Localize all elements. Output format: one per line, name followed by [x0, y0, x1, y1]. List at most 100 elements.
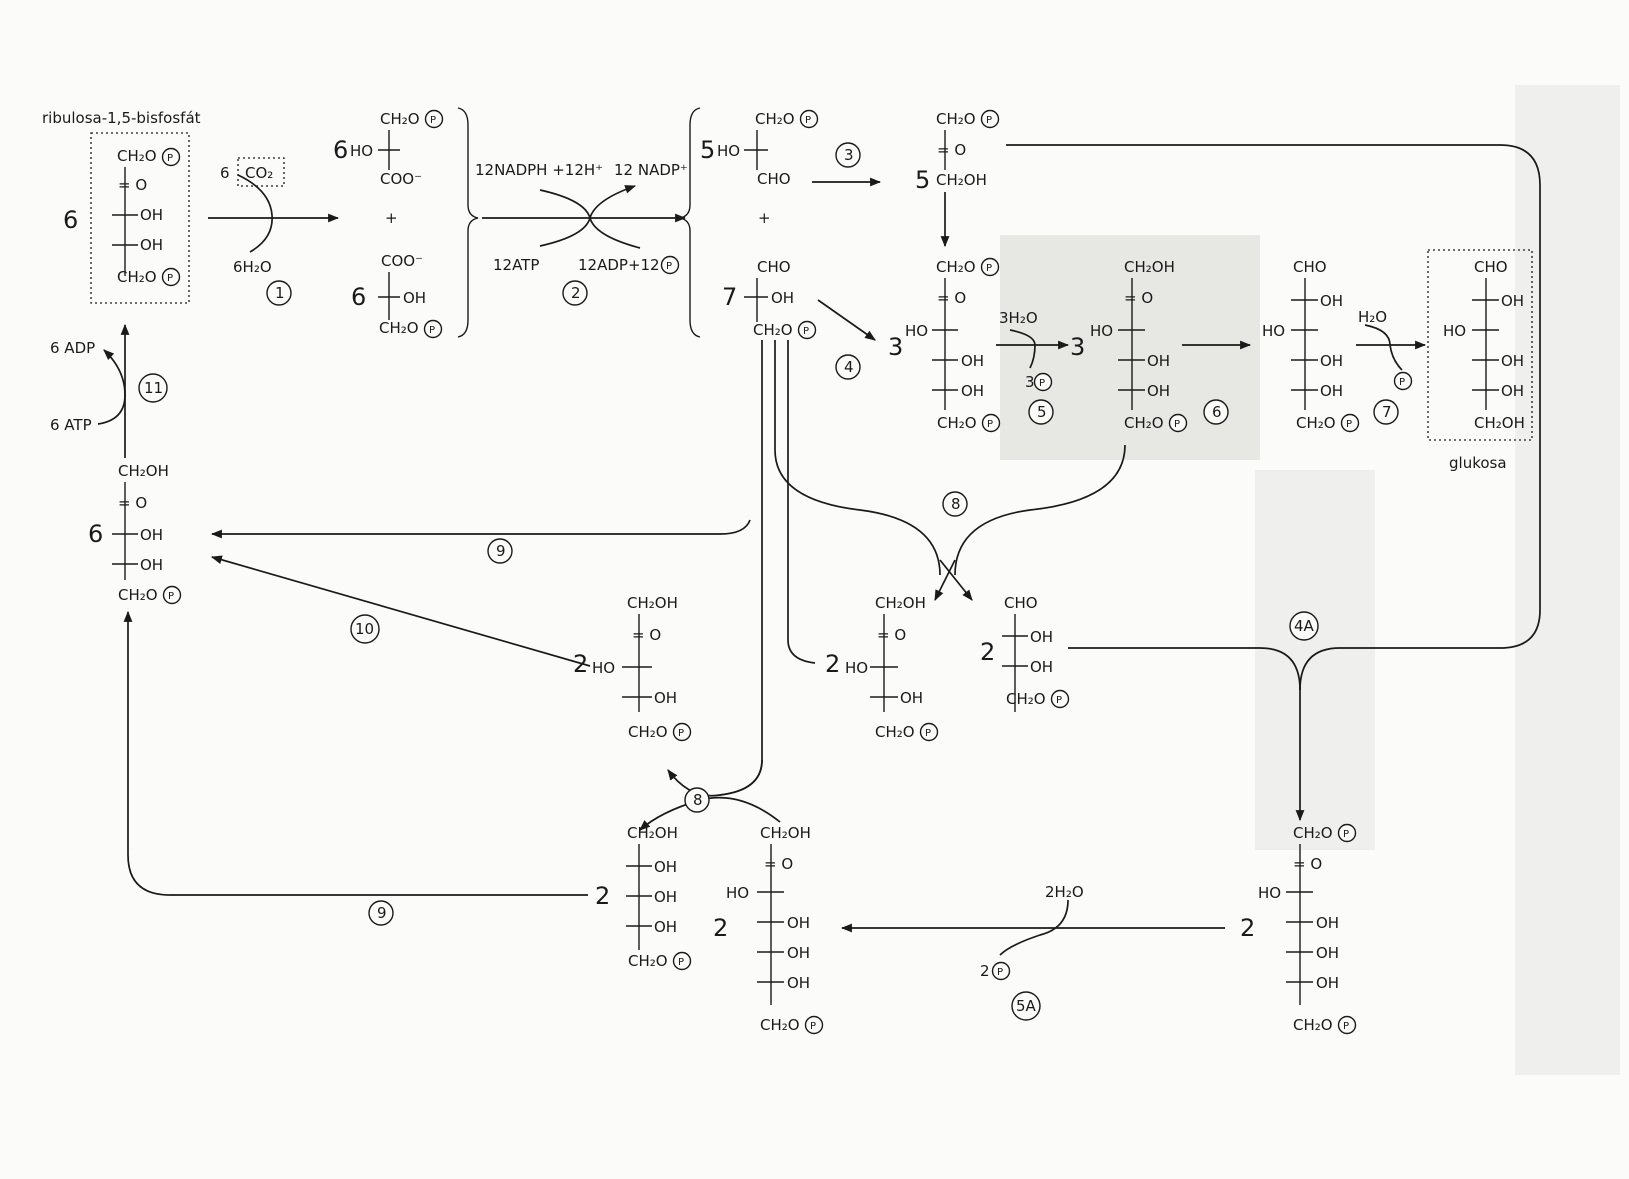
- p-badge: P: [672, 951, 692, 971]
- xu5p-mid-molecule: CH₂OH = O 2 HO OH CH₂O P: [825, 594, 939, 742]
- step-number: 8: [684, 787, 710, 813]
- rubp-c3: OH: [140, 206, 163, 224]
- nadph: 12NADPH +12H⁺: [475, 161, 603, 179]
- svg-text:P: P: [803, 326, 809, 337]
- svg-text:CH₂O: CH₂O: [936, 110, 976, 128]
- svg-text:CH₂OH: CH₂OH: [875, 594, 926, 612]
- gap-molecule: CH₂O P 5 HO CHO: [700, 109, 819, 188]
- svg-text:4: 4: [844, 358, 854, 376]
- svg-text:OH: OH: [140, 526, 163, 544]
- svg-text:P: P: [666, 261, 672, 272]
- glucose-name: glukosa: [1449, 454, 1507, 472]
- svg-text:P: P: [167, 153, 173, 164]
- step-number: 2: [562, 280, 588, 306]
- step-8-transketolase: 8: [774, 340, 1126, 601]
- step-number: 11: [138, 373, 168, 403]
- svg-text:OH: OH: [1320, 292, 1343, 310]
- svg-text:P: P: [986, 115, 992, 126]
- plus-sign: +: [758, 209, 771, 227]
- right-brace: [457, 107, 479, 338]
- p-badge: P: [797, 320, 817, 340]
- svg-text:P: P: [1399, 377, 1405, 388]
- plus-sign: +: [385, 209, 398, 227]
- svg-text:CH₂OH: CH₂OH: [1474, 414, 1525, 432]
- p-badge: P: [804, 1015, 824, 1035]
- svg-text:OH: OH: [654, 888, 677, 906]
- co2-dotted-box: [237, 157, 285, 187]
- svg-text:CH₂O: CH₂O: [118, 586, 158, 604]
- svg-text:OH: OH: [961, 382, 984, 400]
- p-badge: P: [1337, 823, 1357, 843]
- svg-text:= O: = O: [632, 626, 661, 644]
- svg-text:CH₂OH: CH₂OH: [1124, 258, 1175, 276]
- p-badge: P: [1033, 372, 1053, 392]
- svg-text:HO: HO: [592, 659, 615, 677]
- svg-text:10: 10: [355, 620, 374, 638]
- svg-text:P: P: [1174, 419, 1180, 430]
- p-badge: P: [1050, 689, 1070, 709]
- svg-text:2: 2: [825, 650, 840, 678]
- svg-text:2: 2: [713, 914, 728, 942]
- g6p-molecule: CHO OH HO OH OH CH₂O P: [1262, 258, 1360, 433]
- step-number: 10: [350, 614, 380, 644]
- svg-text:3H₂O: 3H₂O: [999, 309, 1038, 327]
- svg-text:OH: OH: [654, 689, 677, 707]
- svg-text:= O: = O: [118, 494, 147, 512]
- svg-text:P: P: [987, 419, 993, 430]
- step-number: 4A: [1289, 611, 1319, 641]
- svg-text:CH₂O: CH₂O: [379, 319, 419, 337]
- rubp-c4: OH: [140, 236, 163, 254]
- svg-text:HO: HO: [1443, 322, 1466, 340]
- svg-text:CH₂O: CH₂O: [1296, 414, 1336, 432]
- svg-text:CH₂O: CH₂O: [1293, 824, 1333, 842]
- svg-text:OH: OH: [1501, 382, 1524, 400]
- step-number: 7: [1373, 399, 1399, 425]
- svg-text:CH₂O: CH₂O: [628, 952, 668, 970]
- sbp-molecule: CH₂O P = O HO 2 OH OH OH CH₂O P: [1240, 823, 1357, 1035]
- svg-text:HO: HO: [1258, 884, 1281, 902]
- svg-text:2: 2: [980, 638, 995, 666]
- svg-text:COO⁻: COO⁻: [381, 252, 423, 270]
- svg-text:CH₂O: CH₂O: [753, 321, 793, 339]
- svg-text:HO: HO: [717, 142, 740, 160]
- step-8-lower: 8: [639, 340, 781, 831]
- step-9-isomerase-lower: 9: [123, 610, 588, 926]
- svg-text:CHO: CHO: [1004, 594, 1038, 612]
- pga-top-coefficient: 6: [333, 136, 348, 164]
- water-input: 6H₂O: [233, 258, 272, 276]
- svg-text:OH: OH: [1320, 352, 1343, 370]
- svg-text:= O: = O: [937, 289, 966, 307]
- svg-text:OH: OH: [1501, 352, 1524, 370]
- step-number: 8: [942, 491, 968, 517]
- svg-text:P: P: [1343, 829, 1349, 840]
- s7p-molecule: CH₂OH = O HO 2 OH OH OH CH₂O P: [713, 824, 824, 1035]
- rubp-coefficient: 6: [63, 206, 78, 234]
- step-number: 9: [487, 538, 513, 564]
- p-badge: P: [919, 722, 939, 742]
- svg-text:P: P: [430, 115, 436, 126]
- step-11-kinase: 6 ADP 6 ATP 11: [50, 323, 168, 458]
- step-1-carboxylation: 6 CO₂ 6H₂O 1: [208, 157, 340, 306]
- svg-text:6: 6: [1212, 403, 1222, 421]
- svg-text:2: 2: [571, 284, 581, 302]
- svg-text:P: P: [805, 115, 811, 126]
- nadp: 12 NADP⁺: [614, 161, 688, 179]
- svg-text:OH: OH: [787, 914, 810, 932]
- svg-text:P: P: [1056, 695, 1062, 706]
- svg-text:= O: = O: [1293, 855, 1322, 873]
- ery-molecule: CHO 2 OH OH CH₂O P: [980, 594, 1070, 712]
- step-5-dephosphorylation: 3H₂O 3 P 5: [996, 309, 1070, 425]
- svg-text:CHO: CHO: [757, 258, 791, 276]
- p-badge: P: [161, 267, 181, 287]
- p-badge: P: [423, 319, 443, 339]
- svg-text:OH: OH: [787, 974, 810, 992]
- p-badge: P: [424, 109, 444, 129]
- atp6: 6 ATP: [50, 416, 92, 434]
- svg-text:P: P: [925, 728, 931, 739]
- svg-text:2: 2: [980, 962, 990, 980]
- svg-text:CH₂O: CH₂O: [1293, 1016, 1333, 1034]
- step-4a-aldolase: 4A: [1006, 144, 1541, 822]
- svg-text:2: 2: [595, 882, 610, 910]
- svg-text:OH: OH: [1320, 382, 1343, 400]
- ru5p-coefficient: 6: [88, 520, 103, 548]
